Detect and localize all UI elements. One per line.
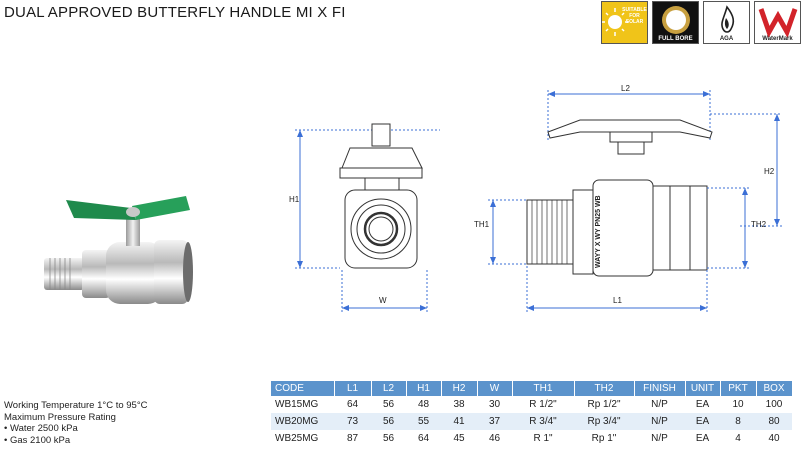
cell-w: 46 <box>488 433 501 444</box>
spec-water-pressure: • Water 2500 kPa <box>4 423 78 434</box>
watermark-badge: WaterMark <box>754 1 801 44</box>
cell-finish: N/P <box>634 413 685 430</box>
male-thread <box>44 258 84 290</box>
cell-h1: 55 <box>406 413 441 430</box>
col-finish: FINISH <box>634 381 686 396</box>
page-title: DUAL APPROVED BUTTERFLY HANDLE MI X FI <box>4 4 346 21</box>
table-row: WB25MG 87 56 64 45 46 R 1" Rp 1" N/P EA … <box>271 430 792 447</box>
spec-working-temperature: Working Temperature 1°C to 95°C <box>4 400 148 411</box>
dim-h1-label: H1 <box>289 195 300 204</box>
solar-badge: SUITABLE FOR SOLAR <box>601 1 648 44</box>
cell-h2: 41 <box>441 413 477 430</box>
spec-pressure-rating: Maximum Pressure Rating <box>4 411 116 423</box>
valve-body <box>106 242 162 304</box>
dim-l1-label: L1 <box>613 296 622 305</box>
butterfly-handle-right <box>132 196 190 220</box>
dim-h2-label: H2 <box>764 167 775 176</box>
product-table: CODE L1 L2 H1 H2 W TH1 TH2 FINISH UNIT P… <box>271 381 793 447</box>
col-th2: TH2 <box>574 381 635 396</box>
col-th1: TH1 <box>512 381 575 396</box>
cell-unit: EA <box>695 399 710 410</box>
dim-th2-label: TH2 <box>751 220 767 229</box>
cell-l2: 56 <box>382 399 395 410</box>
dim-th1-label: TH1 <box>474 220 490 229</box>
cell-pkt: 8 <box>720 413 756 430</box>
cell-box: 80 <box>756 413 792 430</box>
specifications: Working Temperature 1°C to 95°C Maximum … <box>4 400 147 446</box>
cell-th2: Rp 1/2" <box>587 399 621 410</box>
cell-th2: Rp 3/4" <box>574 413 634 430</box>
side-view <box>488 90 782 312</box>
col-h2: H2 <box>441 381 478 396</box>
cell-unit: EA <box>685 413 720 430</box>
flame-icon <box>721 5 735 33</box>
cell-l1: 73 <box>334 413 371 430</box>
table-header-row: CODE L1 L2 H1 H2 W TH1 TH2 FINISH UNIT P… <box>271 381 793 396</box>
cell-pkt: 10 <box>732 399 744 410</box>
cell-l1: 87 <box>346 433 359 444</box>
dim-l2-label: L2 <box>621 84 630 93</box>
sun-icon <box>602 8 628 36</box>
cell-h1: 48 <box>417 399 430 410</box>
cell-code: WB20MG <box>271 413 334 430</box>
col-w: W <box>477 381 513 396</box>
end-view <box>295 123 440 312</box>
product-photo <box>44 196 193 304</box>
cell-h2: 38 <box>453 399 465 410</box>
cell-code: WB15MG <box>275 399 319 410</box>
valve-marking: WAYY X WY PN25 WB <box>595 195 602 268</box>
col-unit: UNIT <box>685 381 721 396</box>
cell-finish: N/P <box>651 433 668 444</box>
cell-th1: R 1" <box>533 433 553 444</box>
cell-th1: R 1/2" <box>529 399 557 410</box>
table-row: WB20MG 73 56 55 41 37 R 3/4" Rp 3/4" N/P… <box>271 413 792 430</box>
cell-unit: EA <box>695 433 710 444</box>
dimension-diagram: H1 W <box>289 84 782 312</box>
cell-pkt: 4 <box>735 433 741 444</box>
cell-h1: 64 <box>417 433 430 444</box>
cell-w: 37 <box>477 413 512 430</box>
full-bore-badge: FULL BORE <box>652 1 699 44</box>
col-code: CODE <box>271 381 335 396</box>
col-l2: L2 <box>371 381 407 396</box>
col-l1: L1 <box>334 381 372 396</box>
cell-finish: N/P <box>651 399 668 410</box>
col-box: BOX <box>756 381 793 396</box>
cell-w: 30 <box>488 399 501 410</box>
table-row: WB15MG 64 56 48 38 30 R 1/2" Rp 1/2" N/P… <box>271 396 792 413</box>
full-bore-ring-icon <box>662 6 690 34</box>
cell-th2: Rp 1" <box>591 433 617 444</box>
cell-l2: 56 <box>371 413 406 430</box>
butterfly-handle-left <box>66 200 136 220</box>
aga-badge: AGA <box>703 1 750 44</box>
cell-l1: 64 <box>346 399 359 410</box>
spec-gas-pressure: • Gas 2100 kPa <box>4 434 71 446</box>
cell-h2: 45 <box>453 433 465 444</box>
solar-badge-text: SUITABLE FOR SOLAR <box>622 7 647 25</box>
cell-l2: 56 <box>382 433 395 444</box>
cell-box: 40 <box>768 433 780 444</box>
watermark-logo-icon <box>758 8 798 39</box>
col-h1: H1 <box>406 381 442 396</box>
cell-box: 100 <box>765 399 783 410</box>
col-pkt: PKT <box>720 381 757 396</box>
cell-code: WB25MG <box>275 433 319 444</box>
dim-w-label: W <box>379 296 387 305</box>
cell-th1: R 3/4" <box>512 413 574 430</box>
